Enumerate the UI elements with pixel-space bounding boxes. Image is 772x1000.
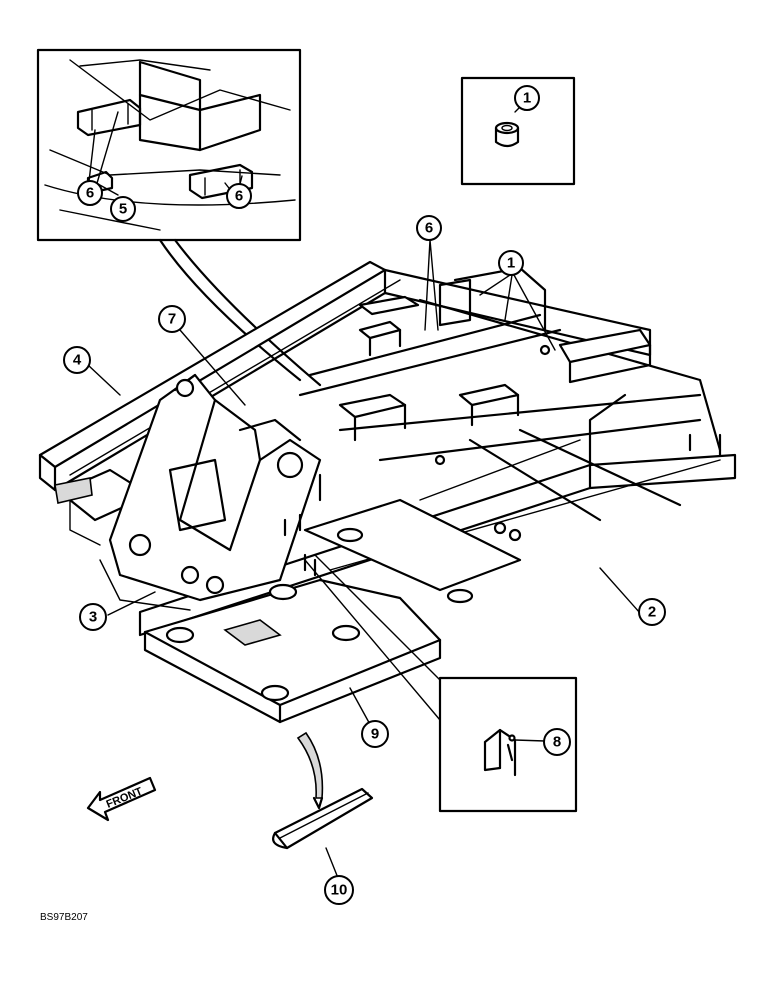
callout-10: 10 [324, 875, 354, 905]
inset-detail-top-left [36, 48, 302, 242]
svg-text:1: 1 [523, 90, 531, 107]
callout-6-inset-left: 6 [77, 180, 103, 206]
callout-3: 3 [79, 603, 107, 631]
callout-1-main: 1 [498, 250, 524, 276]
svg-text:4: 4 [73, 352, 82, 369]
callout-5: 5 [110, 196, 136, 222]
svg-text:9: 9 [371, 726, 379, 743]
front-direction-arrow: FRONT [86, 776, 157, 822]
callout-7: 7 [158, 305, 186, 333]
callout-6-inset-right: 6 [226, 183, 252, 209]
drawing-code: BS97B207 [40, 912, 88, 923]
callout-6-main: 6 [416, 215, 442, 241]
callout-8: 8 [543, 728, 571, 756]
callout-4: 4 [63, 346, 91, 374]
inset-leader-curve [158, 238, 302, 382]
svg-text:6: 6 [235, 188, 243, 205]
svg-text:6: 6 [425, 220, 433, 237]
svg-text:10: 10 [331, 882, 348, 899]
svg-text:3: 3 [89, 609, 97, 626]
svg-text:2: 2 [648, 604, 656, 621]
inset-clip-box [438, 676, 578, 813]
svg-text:6: 6 [86, 185, 94, 202]
callout-leaders [87, 239, 641, 879]
guard-strip-part10 [272, 731, 374, 850]
svg-text:5: 5 [119, 201, 127, 218]
callout-2: 2 [638, 598, 666, 626]
svg-text:1: 1 [507, 255, 515, 272]
main-frame-assembly [38, 260, 737, 724]
svg-text:8: 8 [553, 734, 561, 751]
svg-text:7: 7 [168, 311, 176, 328]
callout-9: 9 [361, 720, 389, 748]
callout-1-box: 1 [514, 85, 540, 111]
